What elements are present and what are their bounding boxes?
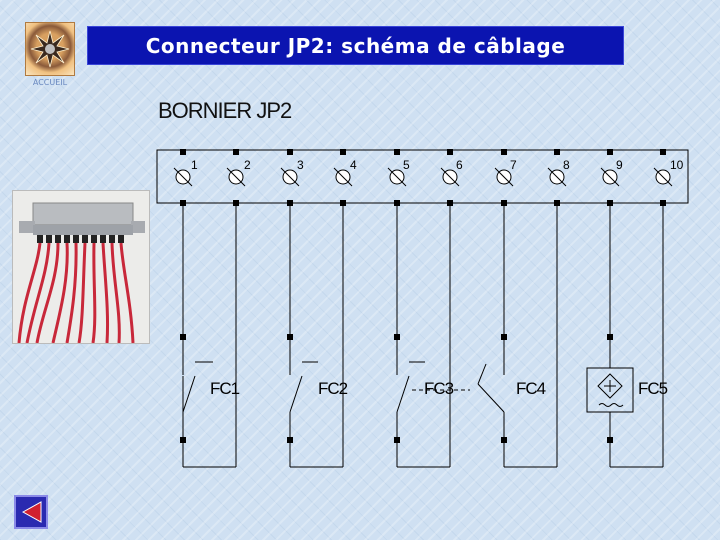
junction-dot [287, 437, 293, 443]
terminal-dot [233, 200, 239, 206]
logo-caption[interactable]: ACCUEIL [32, 78, 68, 87]
terminal-label: 10 [670, 158, 684, 172]
terminal-label: 6 [456, 158, 463, 172]
terminal-dot [554, 200, 560, 206]
terminal-label: 1 [191, 158, 198, 172]
terminal-label: 3 [297, 158, 304, 172]
terminal-screw [387, 167, 407, 187]
terminal-screw [494, 167, 514, 187]
terminal-dot [447, 149, 453, 155]
logo[interactable] [25, 22, 75, 76]
junction-dot [287, 334, 293, 340]
terminal-label: 8 [563, 158, 570, 172]
terminal-label: 5 [403, 158, 410, 172]
terminal-dot [501, 149, 507, 155]
connector-illustration [13, 191, 149, 343]
junction-dots [180, 149, 666, 443]
terminal-screw [547, 167, 567, 187]
terminal-dot [554, 149, 560, 155]
terminal-dot [660, 200, 666, 206]
terminal-dot [340, 149, 346, 155]
terminal-screw [280, 167, 300, 187]
connector-photo [12, 190, 150, 344]
junction-dot [180, 334, 186, 340]
terminal-dot [394, 200, 400, 206]
wires [182, 203, 664, 468]
terminal-label: 9 [616, 158, 623, 172]
terminal-screw [440, 167, 460, 187]
terminal-dot [660, 149, 666, 155]
terminal-screw [173, 167, 193, 187]
junction-dot [394, 437, 400, 443]
back-button[interactable] [14, 495, 48, 529]
junction-dot [501, 437, 507, 443]
device-label-fc2: FC2 [318, 379, 348, 398]
inductive-sensor-icon [597, 373, 624, 407]
terminal-dot [394, 149, 400, 155]
terminal-dot [340, 200, 346, 206]
device-label-fc1: FC1 [210, 379, 240, 398]
terminal-dot [180, 200, 186, 206]
terminal-screw [333, 167, 353, 187]
device-label-fc3: FC3 [424, 379, 454, 398]
terminal-screw [653, 167, 673, 187]
terminal-label: 7 [510, 158, 517, 172]
title-bar: Connecteur JP2: schéma de câblage [87, 26, 624, 65]
terminal-dot [607, 200, 613, 206]
junction-dot [394, 334, 400, 340]
star-burst-icon [30, 30, 70, 68]
terminal-label: 4 [350, 158, 357, 172]
device-label-fc5: FC5 [638, 379, 668, 398]
junction-dot [607, 437, 613, 443]
junction-dot [180, 437, 186, 443]
junction-dot [501, 334, 507, 340]
junction-dot [607, 334, 613, 340]
terminal-dot [501, 200, 507, 206]
triangle-back-icon [21, 501, 42, 523]
terminal-label: 2 [244, 158, 251, 172]
diagram-heading: BORNIER JP2 [158, 98, 292, 123]
terminal-block-frame [156, 149, 689, 204]
terminal-dot [180, 149, 186, 155]
page-title: Connecteur JP2: schéma de câblage [145, 33, 566, 58]
device-label-fc4: FC4 [516, 379, 546, 398]
terminal-dot [233, 149, 239, 155]
terminal-group: 1 2 3 4 5 6 7 8 9 10 [191, 158, 684, 172]
terminal-dot [447, 200, 453, 206]
terminal-screw [600, 167, 620, 187]
terminal-screw [226, 167, 246, 187]
terminal-dot [287, 200, 293, 206]
terminal-dot [287, 149, 293, 155]
terminal-dot [607, 149, 613, 155]
